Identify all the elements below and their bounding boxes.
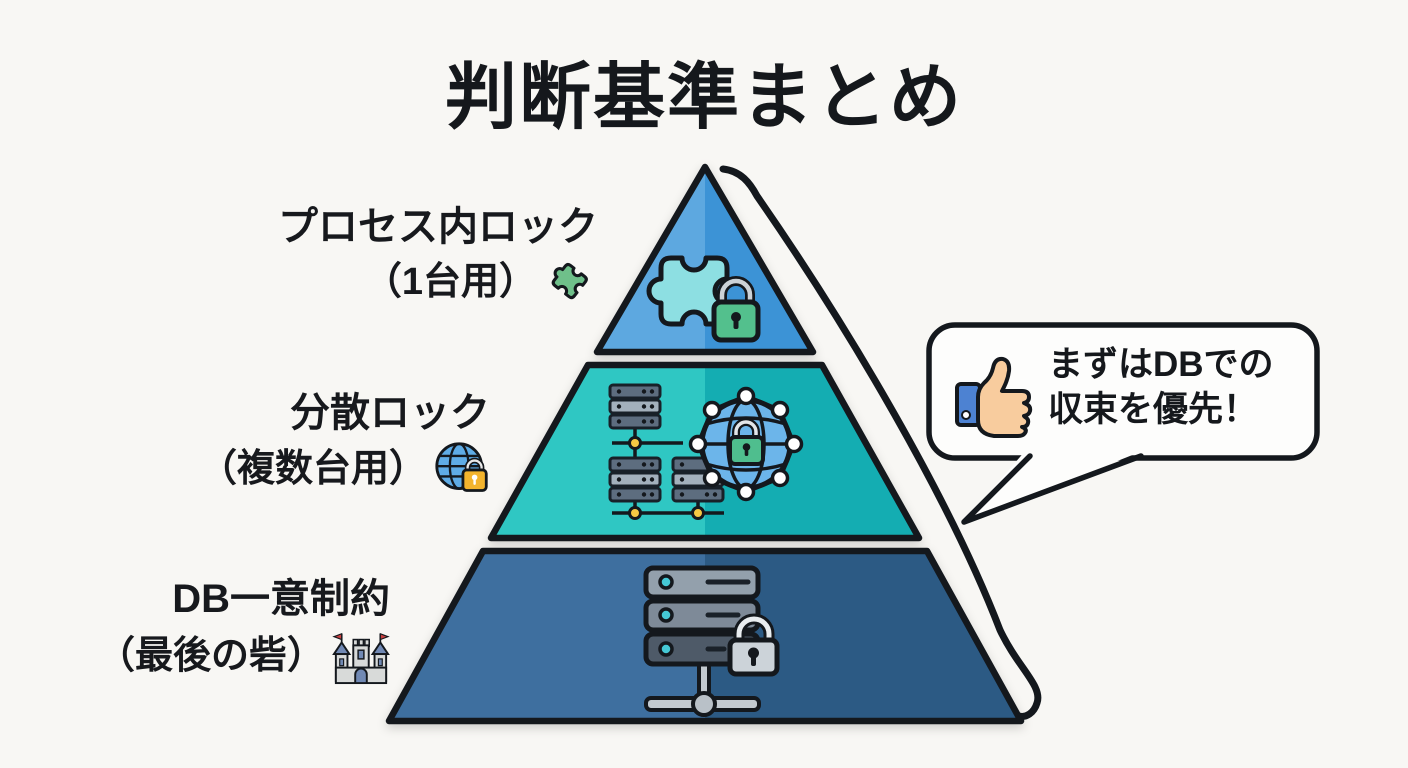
tier-in-process-lock (593, 163, 817, 356)
server-stack-a (608, 383, 662, 430)
globe-lock-icon (728, 418, 765, 466)
server-stack-b (608, 456, 662, 503)
puzzle-icon (546, 258, 590, 301)
tier-label-distributed-lock: 分散ロック （複数台用） (199, 390, 490, 497)
tier2-label-line1: 分散ロック (290, 391, 490, 435)
globe-network-icon (688, 386, 804, 502)
tier1-label-line2: （1台用） (363, 260, 537, 303)
globe-lock-icon (435, 442, 488, 493)
tier1-label-line1: プロセス内ロック (278, 205, 598, 249)
speech-bubble (926, 322, 1320, 525)
tier3-left-face (389, 551, 705, 721)
tier-label-db-unique-constraint: DB一意制約 （最後の砦） (97, 576, 390, 685)
database-server-icon (643, 565, 780, 717)
tier3-label-line2: （最後の砦） (96, 634, 325, 677)
castle-icon (332, 633, 390, 685)
network-node-dots (628, 436, 705, 520)
tier2-label-line2: （複数台用） (198, 447, 427, 490)
db-lock-icon (727, 613, 780, 677)
server-stack-icons (608, 383, 725, 503)
tier-label-in-process-lock: プロセス内ロック （1台用） (278, 204, 598, 309)
tier-distributed-lock (487, 361, 923, 542)
page-title: 判断基準まとめ (444, 58, 963, 138)
lock-icon (711, 276, 761, 343)
tier3-label-line1: DB一意制約 (172, 577, 390, 621)
tier3-right-face (705, 551, 1021, 721)
tier-db-unique-constraint (385, 547, 1025, 725)
emphasis-stroke (719, 165, 1042, 720)
speech-bubble-line1: まずはDBでの (1048, 345, 1274, 384)
speech-bubble-line2: 収束を優先！ (1048, 390, 1259, 429)
speech-bubble-text: まずはDBでの 収束を優先！ (1048, 342, 1274, 432)
thumbs-up-icon (955, 356, 1033, 438)
